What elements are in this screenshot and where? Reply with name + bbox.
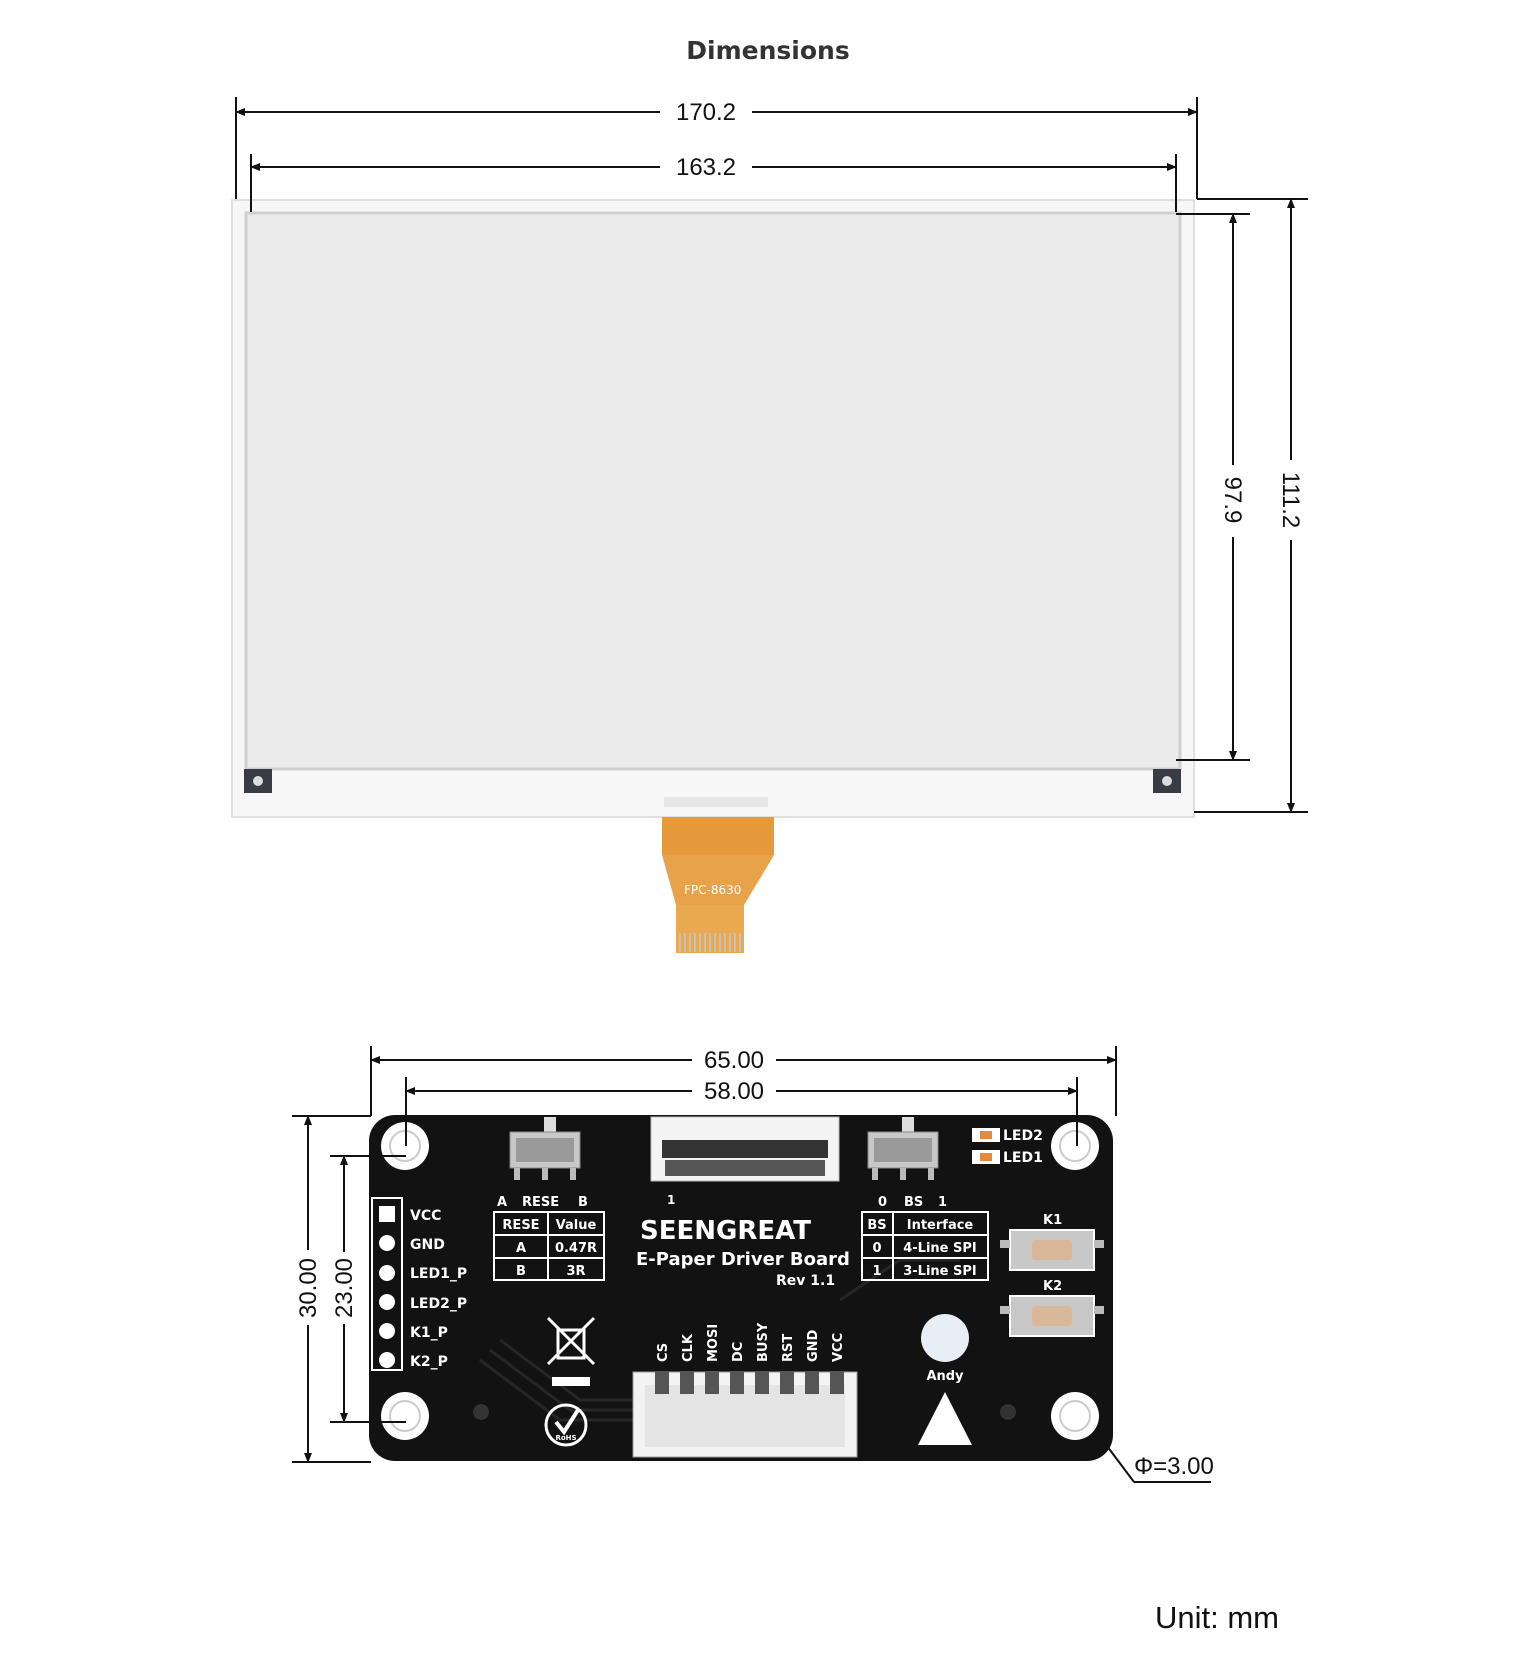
weee-bin-icon xyxy=(546,1316,596,1366)
dim-board-height-holes: 23.00 xyxy=(331,1258,358,1318)
rese-table-cell: B xyxy=(516,1264,526,1279)
pin-label-gnd: GND xyxy=(410,1237,445,1253)
andy-logo xyxy=(921,1314,969,1362)
key-k1 xyxy=(1000,1229,1104,1271)
weee-bar xyxy=(552,1377,590,1386)
pin-label-led2: LED2_P xyxy=(410,1296,467,1312)
conn-pin-label: RST xyxy=(781,1334,796,1362)
board-dimension-lines xyxy=(292,1046,1211,1483)
left-pin-header xyxy=(371,1197,403,1371)
conn-pin-label: VCC xyxy=(831,1333,846,1362)
epaper-display: FPC-8630 xyxy=(231,199,1195,953)
rese-table-header-2: Value xyxy=(556,1218,597,1233)
rohs-icon xyxy=(544,1403,588,1447)
k2-label: K2 xyxy=(1043,1279,1062,1294)
pin-label-led1: LED1_P xyxy=(410,1266,467,1282)
conn-pin-label: GND xyxy=(806,1329,821,1362)
page-title: Dimensions xyxy=(686,36,850,65)
conn-pin-label: CS xyxy=(656,1343,671,1362)
bottom-connector xyxy=(632,1371,858,1458)
leds xyxy=(972,1128,1000,1164)
display-dimension-lines xyxy=(235,97,1308,813)
board-name: E-Paper Driver Board xyxy=(636,1249,850,1270)
led1-label: LED1 xyxy=(1003,1150,1043,1166)
pin-label-vcc: VCC xyxy=(410,1208,441,1224)
led2-label: LED2 xyxy=(1003,1128,1043,1144)
key-k2 xyxy=(1000,1295,1104,1337)
conn-pin-label: DC xyxy=(731,1342,746,1362)
fpc-pin1-label: 1 xyxy=(667,1193,675,1207)
dim-board-width-outer: 65.00 xyxy=(704,1047,764,1074)
board-rev: Rev 1.1 xyxy=(776,1273,835,1289)
fpc-label: FPC-8630 xyxy=(684,883,741,897)
rese-switch-a: A xyxy=(497,1195,507,1210)
rese-table-cell: 3R xyxy=(566,1264,585,1279)
dim-display-height-active: 97.9 xyxy=(1219,477,1246,524)
mounting-holes xyxy=(381,1122,1099,1440)
bs-table-cell: 4-Line SPI xyxy=(903,1241,977,1256)
pin-label-k1: K1_P xyxy=(410,1325,448,1341)
k1-label: K1 xyxy=(1043,1213,1062,1228)
bs-switch xyxy=(867,1117,939,1180)
rese-table-cell: 0.47R xyxy=(555,1241,597,1256)
bs-switch-1: 1 xyxy=(938,1195,947,1210)
conn-pin-label: BUSY xyxy=(756,1322,771,1362)
rohs-label: RoHS xyxy=(555,1434,576,1442)
rese-table-header-1: RESE xyxy=(502,1218,539,1233)
fpc-connector xyxy=(650,1116,840,1182)
bs-table-header-1: BS xyxy=(867,1218,886,1233)
conn-pin-label: CLK xyxy=(681,1333,696,1362)
conn-pin-label: MOSI xyxy=(706,1324,721,1362)
rese-table-cell: A xyxy=(516,1241,526,1256)
bs-table-cell: 0 xyxy=(872,1241,881,1256)
esd-warning-icon xyxy=(918,1392,972,1445)
bs-switch-label: BS xyxy=(904,1195,923,1210)
rese-switch-label: RESE xyxy=(522,1195,559,1210)
bs-table-cell: 3-Line SPI xyxy=(903,1264,977,1279)
andy-logo-label: Andy xyxy=(926,1369,964,1384)
rese-switch xyxy=(509,1117,581,1180)
pin-label-k2: K2_P xyxy=(410,1354,448,1370)
bs-table xyxy=(861,1211,989,1281)
fpc-ribbon: FPC-8630 xyxy=(662,817,774,953)
dim-hole-diameter: Φ=3.00 xyxy=(1134,1453,1214,1480)
unit-note: Unit: mm xyxy=(1155,1600,1279,1635)
rese-table xyxy=(493,1211,605,1281)
driver-board: VCC GND LED1_P LED2_P K1_P K2_P A RESE B… xyxy=(369,1115,1113,1461)
bs-switch-0: 0 xyxy=(878,1195,887,1210)
rese-switch-b: B xyxy=(578,1195,588,1210)
bs-table-header-2: Interface xyxy=(907,1218,974,1233)
board-brand: SEENGREAT xyxy=(640,1216,811,1246)
bs-table-cell: 1 xyxy=(872,1264,881,1279)
dim-display-width-active: 163.2 xyxy=(676,154,736,181)
dim-display-height-outer: 111.2 xyxy=(1277,472,1304,529)
dim-display-width-outer: 170.2 xyxy=(676,99,736,126)
dim-board-height-outer: 30.00 xyxy=(295,1258,322,1318)
dim-board-width-holes: 58.00 xyxy=(704,1078,764,1105)
